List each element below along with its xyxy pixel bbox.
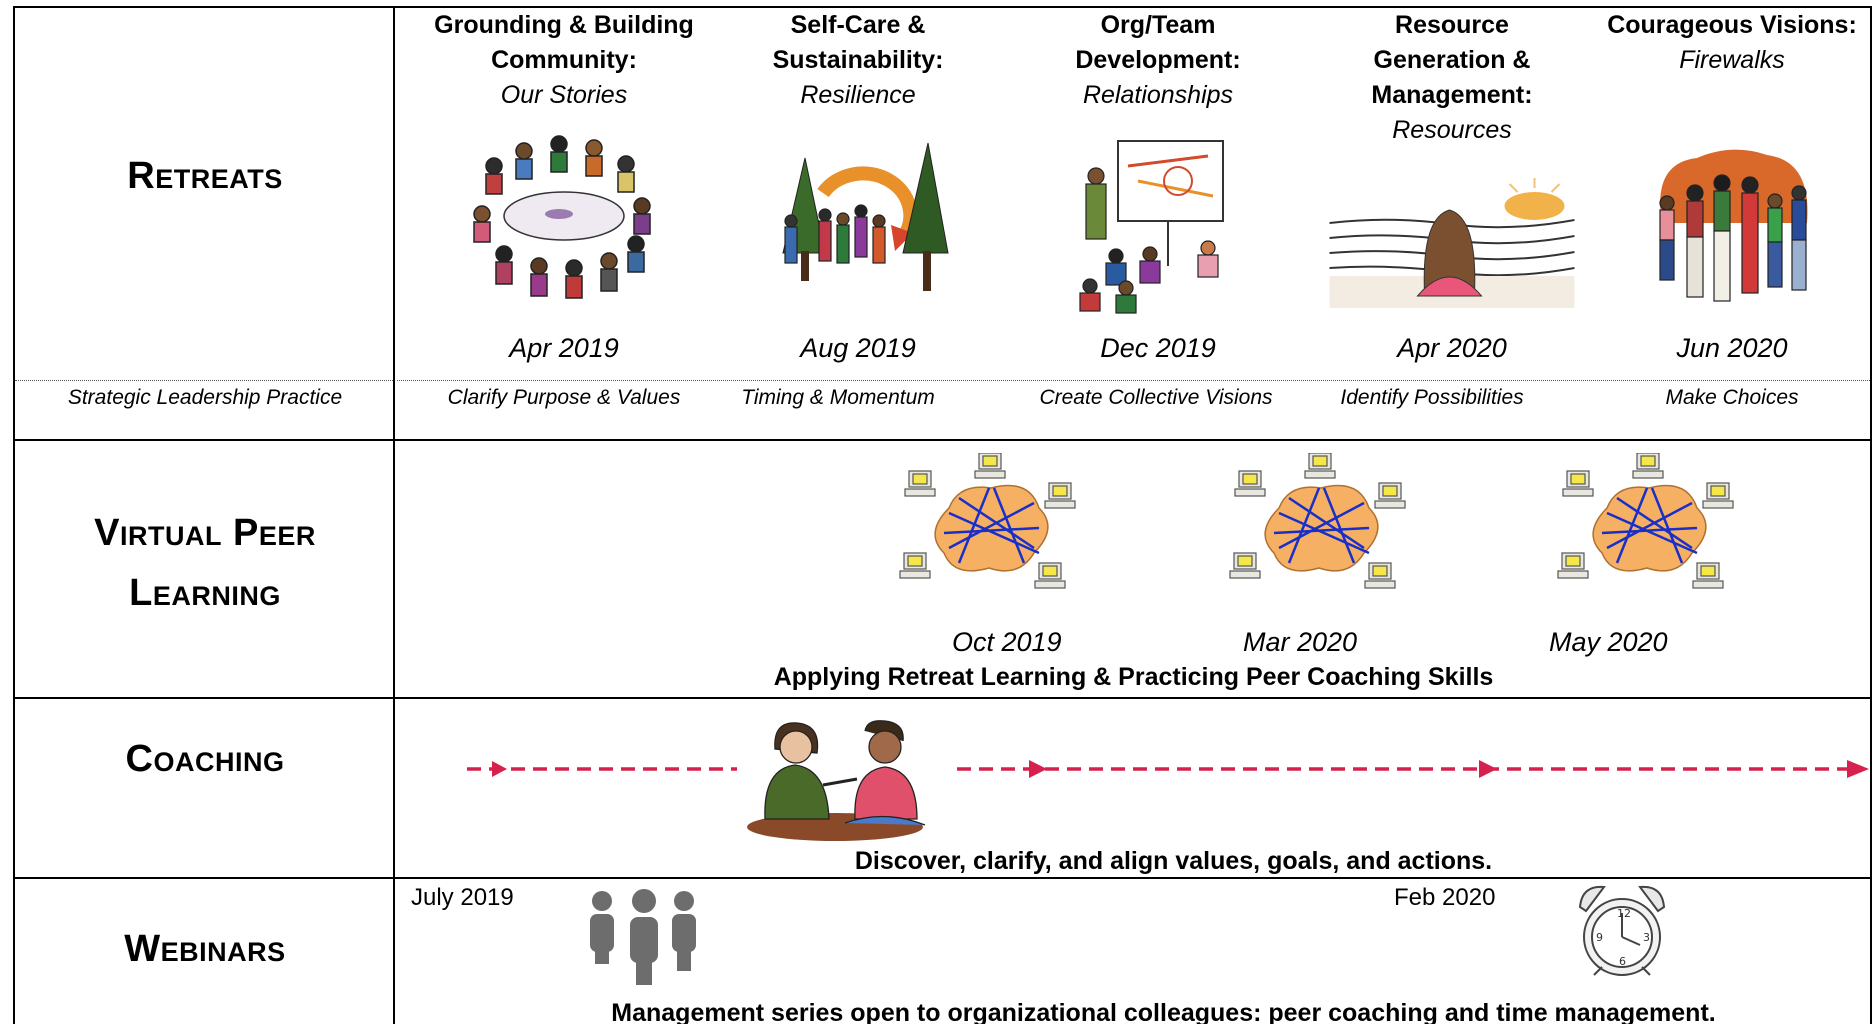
coaching-heading: Coaching — [125, 738, 285, 780]
two-people-talking-illustration — [747, 720, 926, 841]
people-group-icon — [590, 889, 696, 985]
retreat-date: Apr 2020 — [1397, 333, 1507, 363]
retreat-practice: Timing & Momentum — [741, 386, 935, 409]
coaching-row: Coaching — [15, 699, 1870, 879]
arrow-head — [1847, 760, 1869, 778]
vpl-caption: Applying Retreat Learning & Practicing P… — [773, 663, 1494, 691]
coaching-label-cell: Coaching — [15, 699, 395, 877]
webinars-label-cell: Webinars — [15, 879, 395, 1024]
timeline-marker — [492, 761, 507, 777]
vpl-date: May 2020 — [1549, 627, 1668, 657]
retreat-subtitle: Our Stories — [500, 81, 628, 109]
retreats-row: Retreats Strategic Leadership Practice G… — [15, 8, 1870, 441]
webinars-row: Webinars July 2019 Feb 2020 — [15, 879, 1870, 1024]
retreat-date: Jun 2020 — [1676, 333, 1788, 363]
svg-text:9: 9 — [1596, 931, 1603, 944]
retreat-practice: Make Choices — [1665, 386, 1799, 409]
computer-network-icon — [1557, 453, 1734, 589]
retreat-item: Org/Team Development: Relationships — [1008, 8, 1308, 409]
vpl-date: Mar 2020 — [1243, 627, 1358, 657]
flipchart-group-illustration — [1079, 140, 1224, 314]
computer-network-icon — [1229, 453, 1406, 589]
coaching-content: Discover, clarify, and align values, goa… — [397, 699, 1870, 877]
separator — [397, 380, 1870, 381]
retreat-date: Aug 2019 — [800, 333, 916, 363]
webinars-caption: Management series open to organizational… — [611, 999, 1716, 1024]
separator — [15, 380, 393, 381]
retreat-title: Grounding & Building Community: — [434, 11, 694, 74]
retreat-title: Resource Generation & Management: — [1371, 11, 1533, 109]
timeline-marker — [1029, 760, 1047, 778]
coaching-caption: Discover, clarify, and align values, goa… — [854, 847, 1493, 875]
vpl-date: Oct 2019 — [952, 627, 1062, 657]
retreat-practice: Clarify Purpose & Values — [447, 386, 681, 409]
svg-text:3: 3 — [1643, 931, 1650, 944]
vpl-heading-line2: Learning — [129, 572, 281, 614]
practice-heading: Strategic Leadership Practice — [67, 386, 343, 409]
trees-cycle-illustration — [782, 142, 949, 291]
retreat-item: Self-Care & Sustainability: Resilience — [708, 8, 1008, 409]
vpl-heading-line1: Virtual Peer — [94, 512, 316, 554]
retreat-date: Dec 2019 — [1100, 333, 1216, 363]
retreats-heading: Retreats — [127, 155, 283, 197]
svg-text:6: 6 — [1619, 955, 1626, 968]
computer-network-icon — [899, 453, 1076, 589]
coaching-timeline-arrow — [467, 760, 1869, 778]
retreat-subtitle: Resilience — [800, 81, 916, 109]
retreat-item: Resource Generation & Management: Resour… — [1302, 8, 1602, 409]
svg-text:12: 12 — [1617, 907, 1631, 920]
retreat-practice: Identify Possibilities — [1340, 386, 1524, 409]
retreat-item: Courageous Visions: Firewalks Jun 2020 M… — [1587, 8, 1873, 409]
group-standing-illustration — [1659, 149, 1808, 302]
retreat-title: Self-Care & Sustainability: — [772, 11, 944, 74]
retreat-subtitle: Firewalks — [1679, 46, 1785, 74]
timeline-marker — [1479, 760, 1497, 778]
vpl-content: Oct 2019 Mar 2020 May 2020 Applying Retr… — [397, 441, 1870, 697]
sunset-beach-illustration — [1329, 178, 1575, 308]
retreat-title: Org/Team Development: — [1075, 11, 1241, 74]
webinar-date: Feb 2020 — [1394, 884, 1496, 911]
virtual-peer-learning-row: Virtual Peer Learning — [15, 441, 1870, 699]
retreat-subtitle: Relationships — [1082, 81, 1234, 109]
retreat-date: Apr 2019 — [509, 333, 619, 363]
alarm-clock-icon: 12 3 6 9 — [1578, 885, 1666, 976]
people-circle-illustration — [473, 135, 651, 299]
retreat-item: Grounding & Building Community: Our Stor… — [414, 8, 714, 409]
retreats-label-cell: Retreats Strategic Leadership Practice — [15, 8, 395, 439]
webinar-date: July 2019 — [411, 884, 514, 911]
program-timeline-table: Retreats Strategic Leadership Practice G… — [13, 6, 1872, 1024]
webinars-content: July 2019 Feb 2020 — [397, 879, 1870, 1024]
vpl-label-cell: Virtual Peer Learning — [15, 441, 395, 697]
retreat-subtitle: Resources — [1392, 116, 1512, 144]
webinars-heading: Webinars — [124, 928, 286, 970]
retreat-title: Courageous Visions: — [1607, 11, 1857, 39]
retreats-content: Grounding & Building Community: Our Stor… — [397, 8, 1870, 439]
retreat-practice: Create Collective Visions — [1039, 386, 1273, 409]
